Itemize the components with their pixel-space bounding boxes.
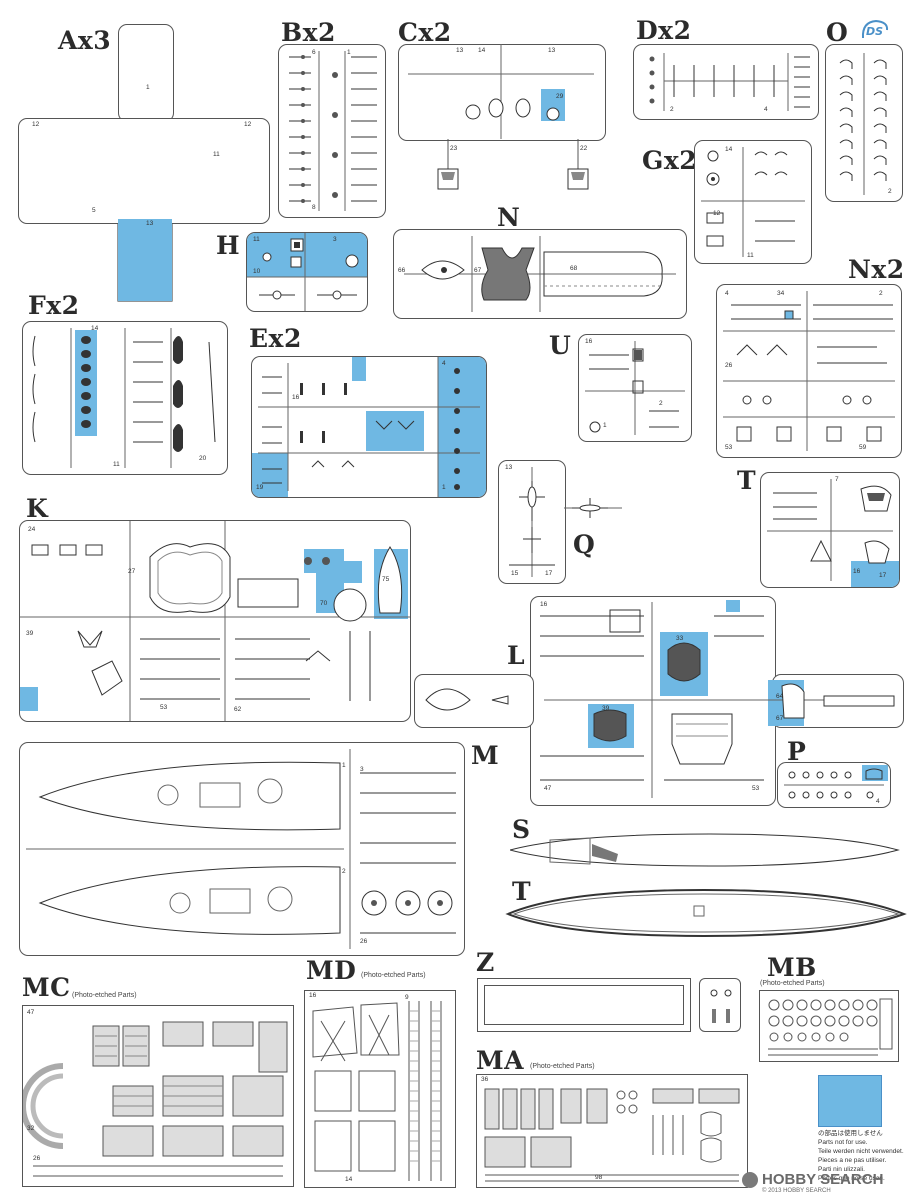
pe-note-mc: (Photo-etched Parts) bbox=[72, 992, 137, 999]
watermark-sub: © 2013 HOBBY SEARCH bbox=[762, 1188, 831, 1194]
sprue-U: 16 2 1 bbox=[578, 334, 692, 442]
sprue-label-P: P bbox=[787, 737, 807, 766]
sprue-label-MD: MD bbox=[306, 956, 357, 985]
hull-T bbox=[504, 884, 908, 940]
sprue-label-D: Dx2 bbox=[636, 16, 692, 45]
sprue-label-L: L bbox=[507, 641, 526, 670]
sprue-label-H: H bbox=[216, 231, 241, 260]
sprue-label-M: M bbox=[471, 741, 500, 770]
watermark-text: HOBBY SEARCH bbox=[762, 1171, 884, 1188]
sprue-O: 2 bbox=[825, 44, 903, 202]
note-line-ja: の部品は使用しません bbox=[818, 1130, 883, 1137]
sprue-D: 2 4 bbox=[633, 44, 819, 120]
note-line-es: Partes que no se usan. bbox=[818, 1175, 885, 1182]
sprue-F: 14 11 20 bbox=[22, 321, 228, 475]
sprue-label-T1: T bbox=[737, 466, 757, 495]
sprue-label-MC: MC bbox=[22, 973, 71, 1002]
pe-MB bbox=[759, 990, 899, 1062]
watermark: HOBBY SEARCH © 2013 HOBBY SEARCH bbox=[742, 1168, 912, 1196]
sprue-L: 16 33 39 64 67 47 53 bbox=[414, 596, 904, 806]
pe-note-md: (Photo-etched Parts) bbox=[361, 972, 426, 979]
note-line-de: Teile werden nicht verwendet. bbox=[818, 1148, 904, 1155]
sprue-G: 14 12 11 bbox=[694, 140, 812, 264]
sprue-label-E: Ex2 bbox=[249, 324, 302, 353]
sprue-Nx2: 4 34 2 26 53 59 bbox=[716, 284, 902, 458]
svg-text:DS: DS bbox=[866, 25, 883, 38]
sprue-label-S: S bbox=[512, 815, 531, 844]
pe-MA: 36 98 bbox=[476, 1074, 748, 1188]
sprue-label-Q: Q bbox=[573, 530, 596, 559]
sprue-A: 1 12 12 5 13 11 bbox=[18, 22, 270, 302]
sprue-N: 66 67 68 bbox=[393, 229, 687, 319]
sprue-Q: 13 15 17 bbox=[498, 460, 566, 584]
sprue-label-MA: MA bbox=[476, 1046, 525, 1075]
sprue-label-F: Fx2 bbox=[28, 291, 80, 320]
sprue-M: 1 2 3 26 bbox=[19, 742, 465, 956]
part-Z-small bbox=[699, 978, 741, 1032]
sprue-label-K: K bbox=[26, 494, 49, 523]
brand-logo: DS bbox=[860, 18, 890, 42]
sprue-B: 6 8 1 bbox=[278, 44, 386, 218]
sprue-label-A: Ax3 bbox=[58, 26, 112, 55]
sprue-label-O: O bbox=[826, 18, 849, 47]
part-Z bbox=[477, 978, 691, 1032]
pe-MC: 47 32 26 bbox=[22, 1005, 294, 1187]
sprue-C: 13 14 13 29 23 22 bbox=[398, 44, 606, 204]
sprue-E: 4 16 19 1 bbox=[251, 356, 487, 498]
sprue-label-T2: T bbox=[512, 877, 532, 906]
sprue-label-B: Bx2 bbox=[281, 18, 336, 47]
watermark-logo-icon bbox=[742, 1172, 758, 1188]
sprue-label-Z: Z bbox=[476, 948, 495, 977]
sprue-label-G: Gx2 bbox=[642, 146, 698, 175]
not-for-use-note: の部品は使用しません Parts not for use. Teile werd… bbox=[818, 1129, 918, 1183]
sprue-Q-plane bbox=[564, 494, 624, 522]
sprue-label-Nx2: Nx2 bbox=[848, 255, 905, 284]
pe-MD: 16 9 14 bbox=[304, 990, 456, 1188]
sprue-label-C: Cx2 bbox=[398, 18, 452, 47]
sprue-P: 4 bbox=[777, 762, 891, 808]
sprue-T1: 7 16 17 bbox=[760, 472, 900, 588]
sprue-label-MB: MB bbox=[767, 953, 817, 982]
hull-S bbox=[510, 822, 902, 882]
not-for-use-swatch bbox=[818, 1075, 882, 1127]
sprue-H: 11 3 10 bbox=[246, 232, 368, 312]
sprue-label-N: N bbox=[497, 203, 521, 232]
sprue-K: 24 39 27 70 75 53 62 bbox=[19, 520, 411, 722]
pe-note-mb: (Photo-etched Parts) bbox=[760, 980, 825, 987]
sprue-label-U: U bbox=[549, 331, 572, 360]
note-line-en: Parts not for use. bbox=[818, 1139, 868, 1146]
pe-note-ma: (Photo-etched Parts) bbox=[530, 1063, 595, 1070]
note-line-fr: Pieces a ne pas utiliser. bbox=[818, 1157, 887, 1164]
note-line-it: Parti nin ulizzali. bbox=[818, 1166, 865, 1173]
